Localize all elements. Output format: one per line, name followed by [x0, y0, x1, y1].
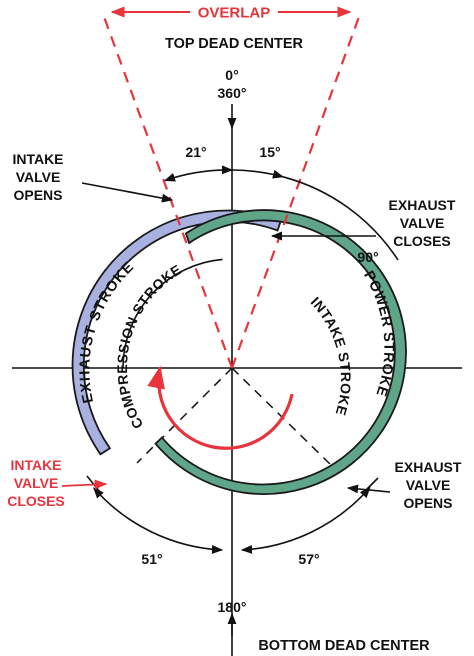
svg-text:INTAKE: INTAKE: [10, 457, 61, 473]
intake-stroke-band: [154, 209, 407, 495]
svg-text:EXHAUST: EXHAUST: [395, 459, 462, 475]
intake-valve-opens-arrow: [81, 182, 174, 203]
compression-stroke-arc: [122, 258, 223, 369]
overlap-right-dashed-line: [230, 13, 362, 369]
svg-text:VALVE: VALVE: [14, 475, 59, 491]
arc-51-degrees: [93, 487, 224, 554]
degree-0-label: 0°: [225, 67, 238, 83]
exhaust-stroke-band: [71, 209, 283, 456]
degree-180-label: 180°: [218, 599, 247, 615]
degree-51-label: 51°: [141, 551, 162, 567]
top-dead-center-label: TOP DEAD CENTER: [165, 36, 304, 52]
intake-valve-closes-arrow: [61, 479, 108, 490]
svg-text:EXHAUST: EXHAUST: [389, 197, 456, 213]
degree-21-label: 21°: [185, 144, 206, 160]
arc-21-degrees: [163, 165, 234, 182]
degree-57-label: 57°: [298, 551, 319, 567]
svg-text:INTAKE: INTAKE: [12, 151, 63, 167]
overlap-left-dashed-line: [101, 13, 234, 369]
degree-15-label: 15°: [259, 144, 280, 160]
intake-close-dashed-line: [136, 367, 233, 464]
svg-text:VALVE: VALVE: [16, 169, 61, 185]
intake-valve-closes-label: INTAKE VALVE CLOSES: [7, 457, 65, 509]
rotation-direction-arrow: [147, 365, 294, 450]
arc-15-degrees: [231, 169, 285, 179]
svg-text:OPENS: OPENS: [403, 495, 452, 511]
overlap-label: OVERLAP: [198, 5, 271, 22]
compression-stroke-label: COMPRESSION STROKE: [114, 261, 184, 432]
svg-text:VALVE: VALVE: [406, 477, 451, 493]
exhaust-valve-closes-label: EXHAUST VALVE CLOSES: [389, 197, 456, 249]
bottom-dead-center-label: BOTTOM DEAD CENTER: [258, 638, 430, 654]
arc-57-degrees: [240, 486, 371, 554]
degree-360-label: 360°: [218, 85, 247, 101]
svg-text:CLOSES: CLOSES: [393, 233, 451, 249]
exhaust-valve-opens-label: EXHAUST VALVE OPENS: [395, 459, 462, 511]
svg-text:VALVE: VALVE: [400, 215, 445, 231]
intake-stroke-label: INTAKE STROKE: [308, 294, 354, 418]
intake-valve-opens-label: INTAKE VALVE OPENS: [12, 151, 63, 203]
degree-90-label: 90°: [357, 249, 378, 265]
arc-to-90-degrees: [282, 176, 399, 261]
svg-text:OPENS: OPENS: [13, 187, 62, 203]
svg-text:CLOSES: CLOSES: [7, 493, 65, 509]
exhaust-valve-opens-arrow: [346, 484, 391, 494]
